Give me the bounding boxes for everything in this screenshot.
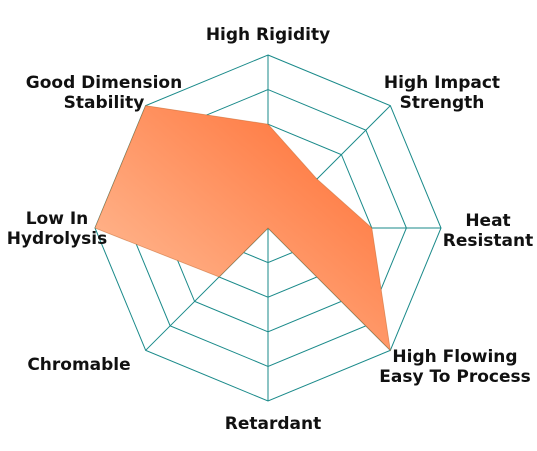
axis-label-line: Strength [400,93,485,113]
axis-label-line: Retardant [225,414,321,434]
radar-series [94,105,391,352]
axis-label: Retardant [225,414,321,434]
axis-label-line: Stability [64,93,145,113]
series-area [94,105,391,352]
axis-label-line: Resistant [443,231,534,251]
axis-label-line: High Rigidity [206,25,330,45]
axis-label-line: High Flowing [392,347,517,367]
axis-label-line: High Impact [384,73,500,93]
axis-label-line: Heat [465,211,510,231]
axis-label-line: Easy To Process [379,367,531,387]
axis-label: Chromable [27,355,130,375]
axis-label-line: Good Dimension [26,73,182,93]
axis-label-line: Chromable [27,355,130,375]
axis-label: High Rigidity [206,25,330,45]
axis-label-line: Low In [26,209,89,229]
axis-label-line: Hydrolysis [7,229,108,249]
